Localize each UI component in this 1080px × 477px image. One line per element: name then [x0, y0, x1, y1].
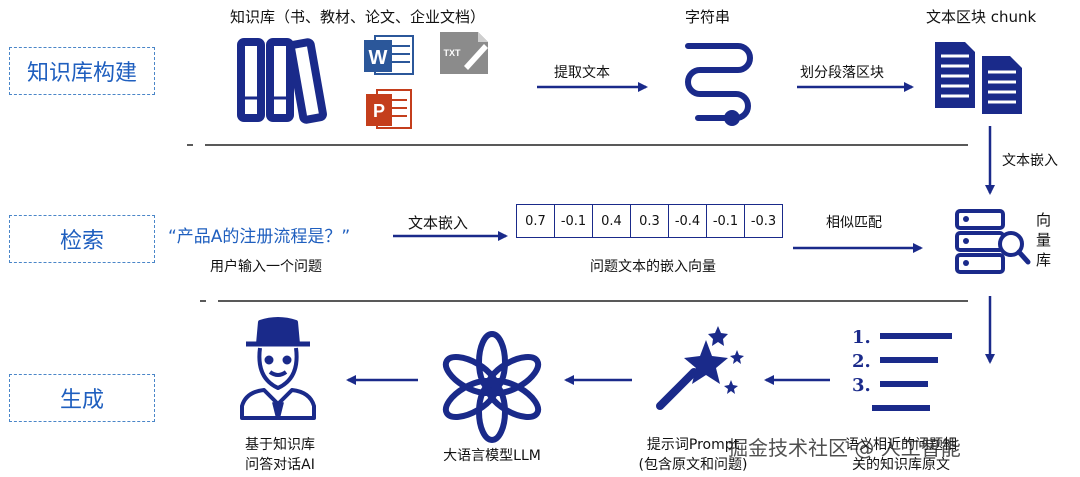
- chunk-documents-icon: [935, 42, 1022, 114]
- text-embedding-label: 文本嵌入: [1002, 153, 1058, 169]
- vector-cell: 0.7: [517, 205, 555, 237]
- word-icon-letter: W: [369, 47, 388, 69]
- txt-icon-label: TXT: [444, 48, 462, 58]
- word-icon: [364, 35, 414, 75]
- vector-cell: -0.4: [669, 205, 707, 237]
- ppt-icon-letter: P: [373, 101, 385, 121]
- user-query-text: “产品A的注册流程是？”: [168, 227, 351, 247]
- watermark: 掘金技术社区 @ 人工智能: [728, 436, 961, 460]
- prompt-label-line2: (包含原文和问题): [638, 457, 748, 473]
- relevant-text-label-line1: 语义相近的问题相: [845, 437, 957, 453]
- stage-retrieve-label: 检索: [59, 229, 104, 254]
- list-number-2: 2.: [852, 351, 871, 372]
- vector-cell: 0.3: [631, 205, 669, 237]
- vector-cell: -0.1: [555, 205, 593, 237]
- llm-logo-icon: [442, 331, 542, 443]
- stage-generate-label: 生成: [59, 388, 104, 413]
- list-number-1: 1.: [852, 327, 871, 348]
- vector-db-label: 向量库: [1036, 211, 1052, 269]
- text-chunk-label: 文本区块 chunk: [926, 8, 1037, 26]
- llm-label: 大语言模型LLM: [443, 448, 541, 464]
- ppt-pdf-icon: [366, 89, 412, 129]
- embedding-vector: 0.7 -0.1 0.4 0.3 -0.4 -0.1 -0.3: [516, 204, 783, 238]
- books-icon: [237, 38, 327, 124]
- user-query-caption: 用户输入一个问题: [210, 259, 322, 275]
- string-label: 字符串: [685, 8, 731, 26]
- stage-build-label: 知识库构建: [26, 61, 137, 86]
- split-paragraph-label: 划分段落区块: [800, 65, 884, 81]
- ai-label-line2: 问答对话AI: [245, 457, 315, 473]
- stage-build-box: 知识库构建: [9, 47, 155, 95]
- list-number-3: 3.: [852, 375, 871, 396]
- stage-retrieve-box: 检索: [9, 215, 155, 263]
- vector-cell: 0.4: [593, 205, 631, 237]
- magic-wand-icon: [656, 326, 744, 410]
- query-embed-label: 文本嵌入: [408, 214, 469, 232]
- vector-caption: 问题文本的嵌入向量: [590, 259, 716, 275]
- relevant-text-label-line2: 关的知识库原文: [852, 457, 950, 473]
- txt-file-icon: [440, 32, 488, 74]
- knowledge-sources-label: 知识库（书、教材、论文、企业文档）: [230, 8, 486, 26]
- string-icon: [685, 43, 753, 126]
- ai-assistant-icon: [240, 317, 316, 420]
- vector-database-icon: [955, 209, 1031, 274]
- prompt-label-line1: 提示词Prompt: [646, 437, 740, 453]
- stage-generate-box: 生成: [9, 374, 155, 422]
- vector-cell: -0.3: [750, 213, 777, 229]
- ai-label-line1: 基于知识库: [245, 437, 315, 453]
- similarity-match-label: 相似匹配: [826, 215, 882, 231]
- extract-text-label: 提取文本: [554, 65, 610, 81]
- vector-cell: -0.1: [707, 205, 745, 237]
- ranked-list-icon: [872, 333, 952, 411]
